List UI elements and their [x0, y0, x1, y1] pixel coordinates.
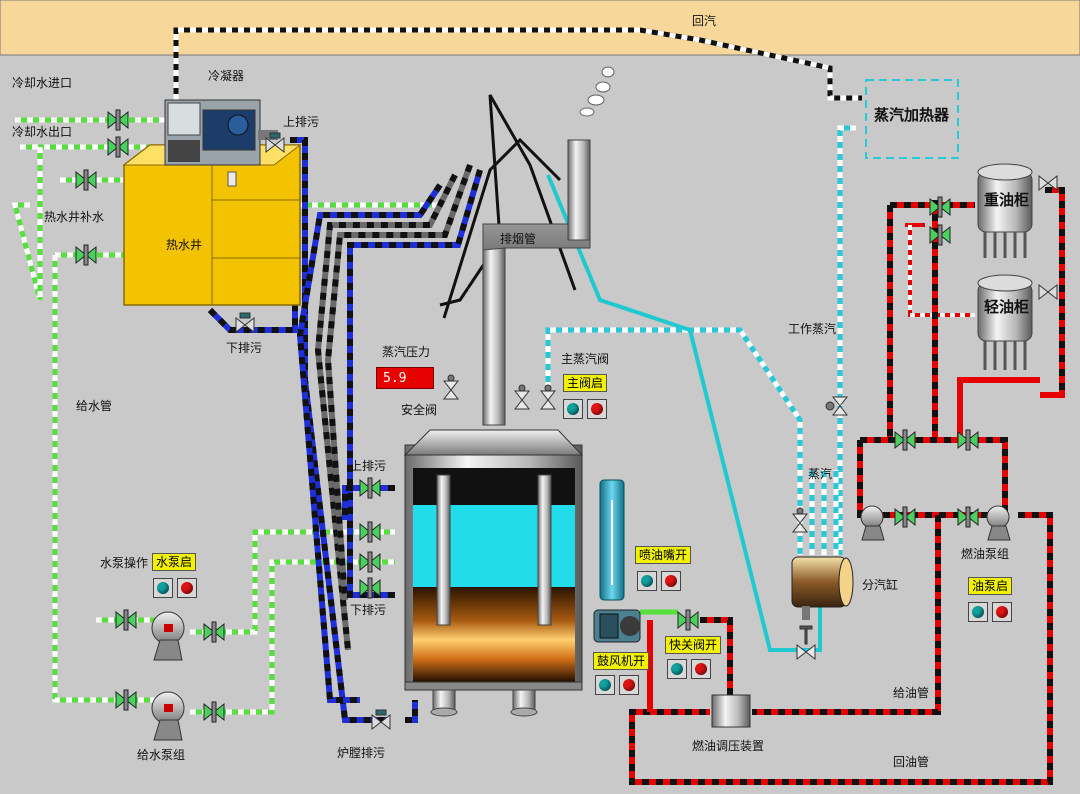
water-level-gauge: [599, 479, 625, 601]
steam-label: 蒸汽: [808, 467, 833, 481]
oil-feed-pipe-label: 给油管: [893, 686, 930, 700]
nozzle-close-button[interactable]: [661, 571, 681, 591]
oil-pump-stop-button[interactable]: [992, 602, 1012, 622]
nozzle-controls: [637, 571, 681, 591]
nozzle-status-button[interactable]: 喷油嘴开: [635, 546, 692, 564]
main-valve-controls: [563, 399, 607, 419]
feed-pipe-label: 给水管: [76, 399, 113, 413]
boiler-upper-drain-label: 上排污: [350, 459, 387, 473]
main-valve-open-button[interactable]: [563, 399, 583, 419]
steam-heater-box: [865, 79, 959, 159]
blower-start-button[interactable]: [595, 675, 615, 695]
pump-operation-label: 水泵操作: [100, 556, 149, 570]
fuel-pressure-regulator: [711, 694, 751, 728]
feed-pump-2: [151, 691, 185, 741]
cooling-water-outlet-label: 冷却水出口: [12, 125, 73, 139]
condensate-line: [546, 174, 822, 652]
condenser-upper-drain-label: 上排污: [283, 115, 320, 129]
oil-pump-start-button[interactable]: [968, 602, 988, 622]
blower-controls: [595, 675, 639, 695]
burner-blower: [593, 609, 641, 643]
steam-heater-label: 蒸汽加热器: [874, 106, 950, 124]
makeup-water-label: 热水井补水: [44, 210, 105, 224]
exhaust-pipe-label: 排烟管: [500, 232, 537, 246]
distributor-label: 分汽缸: [862, 578, 899, 592]
drain-lines: [207, 137, 483, 723]
steam-lines: [545, 125, 856, 555]
hot-well-label: 热水井: [166, 238, 203, 252]
blower-stop-button[interactable]: [619, 675, 639, 695]
quick-valve-close-button[interactable]: [691, 659, 711, 679]
heavy-oil-tank: [977, 163, 1033, 258]
return-steam-label: 回汽: [692, 14, 717, 28]
main-valve-status-button[interactable]: 主阀启: [563, 374, 608, 392]
vent-lines: [439, 94, 577, 319]
quick-valve-status-button[interactable]: 快关阀开: [665, 636, 722, 654]
quick-valve-controls: [667, 659, 711, 679]
light-oil-tank-label: 轻油柜: [984, 298, 1030, 316]
gray-valves: [235, 132, 1058, 731]
smoke-icon: [579, 66, 615, 117]
boiler-lower-drain-label: 下排污: [350, 603, 387, 617]
oil-pump-status-button[interactable]: 油泵启: [968, 577, 1013, 595]
nozzle-open-button[interactable]: [637, 571, 657, 591]
water-pump-status-button[interactable]: 水泵启: [152, 553, 197, 571]
water-pump-start-button[interactable]: [153, 578, 173, 598]
steam-pressure-label: 蒸汽压力: [382, 345, 431, 359]
heavy-oil-tank-label: 重油柜: [984, 191, 1030, 209]
hot-well-lower-drain-label: 下排污: [226, 341, 263, 355]
working-steam-label: 工作蒸汽: [788, 322, 837, 336]
return-steam-line: [173, 27, 862, 101]
condenser-unit: [164, 99, 278, 166]
light-oil-tank: [977, 274, 1033, 370]
cooling-water-inlet-label: 冷却水进口: [12, 76, 73, 90]
fuel-pump-2: [986, 505, 1011, 541]
oil-pump-controls: [968, 602, 1012, 622]
oil-return-pipe-label: 回油管: [893, 755, 930, 769]
hot-well-tank: [122, 144, 302, 306]
main-steam-valve-label: 主蒸汽阀: [561, 352, 610, 366]
fuel-pressure-device-label: 燃油调压装置: [692, 739, 765, 753]
quick-valve-open-button[interactable]: [667, 659, 687, 679]
safety-valve-label: 安全阀: [401, 403, 438, 417]
exhaust-stack: [482, 139, 591, 426]
green-valves: [75, 109, 979, 723]
steam-distributor: [791, 556, 854, 620]
feed-pump-1: [151, 611, 185, 661]
fuel-pump-1: [860, 505, 885, 541]
boiler-vessel: [403, 429, 584, 717]
blower-status-button[interactable]: 鼓风机开: [593, 652, 650, 670]
fuel-pump-group-label: 燃油泵组: [961, 547, 1010, 561]
feed-pump-group-label: 给水泵组: [137, 748, 186, 762]
condenser-label: 冷凝器: [208, 69, 245, 83]
main-valve-close-button[interactable]: [587, 399, 607, 419]
steam-pressure-readout: 5.9: [376, 367, 434, 389]
furnace-drain-label: 炉膛排污: [337, 746, 386, 760]
water-pump-controls: [153, 578, 197, 598]
water-pump-stop-button[interactable]: [177, 578, 197, 598]
